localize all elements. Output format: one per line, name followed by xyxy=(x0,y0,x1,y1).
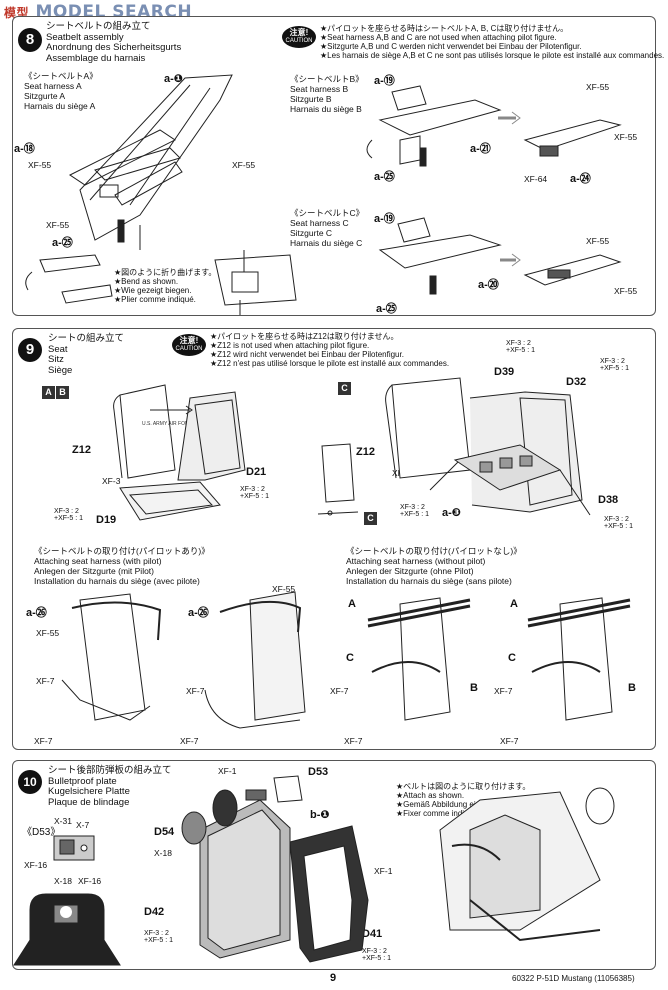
label-xf7-d: XF-7 xyxy=(180,736,199,746)
label-a1: a-❶ xyxy=(164,73,184,85)
part-d38: D38 xyxy=(598,494,619,506)
variant-tag-a: A xyxy=(42,386,55,399)
variant-tag-c: C xyxy=(338,382,351,395)
label-strap-a-1: A xyxy=(348,598,356,610)
part-d54: D54 xyxy=(154,826,175,838)
part-d41: D41 xyxy=(362,928,383,940)
variant-tag-c-small: C xyxy=(364,512,377,525)
label-x18-d54: X-18 xyxy=(154,848,172,858)
paint-mix-a3: XF-3 : 2 +XF-5 : 1 xyxy=(400,504,429,518)
label-x18-d53: X-18 xyxy=(54,876,72,886)
label-xf55-b: XF-55 xyxy=(232,160,256,170)
paint-mix-d42: XF-3 : 2 +XF-5 : 1 xyxy=(144,930,173,944)
part-a3: a-❸ xyxy=(442,507,462,519)
label-a25-a: a-㉕ xyxy=(52,237,73,249)
part-z12-right: Z12 xyxy=(356,446,375,458)
step-10-number: 10 xyxy=(18,770,42,794)
variant-tag-b: B xyxy=(56,386,69,399)
part-d42: D42 xyxy=(144,906,165,918)
label-xf55-right: XF-55 xyxy=(272,584,296,594)
label-strap-c-2: C xyxy=(508,652,516,664)
label-xf7-b: XF-7 xyxy=(34,736,53,746)
label-xf55-f: XF-55 xyxy=(586,236,610,246)
without-pilot-caption: 《シートベルトの取り付け(パイロットなし)》Attaching seat har… xyxy=(346,546,522,586)
usaf-marking-left: U.S. ARMY AIR FORCES xyxy=(142,421,200,427)
step-8-number: 8 xyxy=(18,28,42,52)
label-xf16-b: XF-16 xyxy=(78,876,102,886)
label-x31: X-31 xyxy=(54,816,72,826)
label-a19-b: a-⑲ xyxy=(374,75,395,87)
label-b1: b-❶ xyxy=(310,809,330,821)
paint-mix-d21: XF-3 : 2 +XF-5 : 1 xyxy=(240,486,269,500)
with-pilot-caption: 《シートベルトの取り付け(パイロットあり)》Attaching seat har… xyxy=(34,546,210,586)
label-a18: a-⑱ xyxy=(14,143,35,155)
label-xf64: XF-64 xyxy=(524,174,548,184)
step-9-caution-text: ★パイロットを座らせる時はZ12は取り付けません。★Z12 is not use… xyxy=(210,332,450,368)
label-a20: a-⑳ xyxy=(478,279,499,291)
label-strap-a-2: A xyxy=(510,598,518,610)
label-xf7-h: XF-7 xyxy=(500,736,519,746)
label-xf55-a: XF-55 xyxy=(28,160,52,170)
part-xf3-left: XF-3 xyxy=(102,476,121,486)
step-9-number: 9 xyxy=(18,338,42,362)
label-xf55-e: XF-55 xyxy=(614,132,638,142)
label-strap-b-2: B xyxy=(628,682,636,694)
paint-mix-d19: XF-3 : 2 +XF-5 : 1 xyxy=(54,508,83,522)
paint-mix-d32: XF-3 : 2 +XF-5 : 1 xyxy=(600,358,629,372)
part-d32: D32 xyxy=(566,376,587,388)
label-a21: a-㉑ xyxy=(470,143,491,155)
label-a26-left: a-㉖ xyxy=(26,607,47,619)
label-xf16-a: XF-16 xyxy=(24,860,48,870)
label-a19-c: a-⑲ xyxy=(374,213,395,225)
step-8-caution-badge: 注意!CAUTION xyxy=(282,26,316,48)
bend-note: ★図のように折り曲げます。★Bend as shown. ★Wie gezeig… xyxy=(114,268,217,304)
label-xf7-c: XF-7 xyxy=(186,686,205,696)
label-a25-b: a-㉕ xyxy=(374,171,395,183)
step-9-caution-badge: 注意!CAUTION xyxy=(172,334,206,356)
label-xf55-left: XF-55 xyxy=(36,628,60,638)
paint-mix-d38: XF-3 : 2 +XF-5 : 1 xyxy=(604,516,633,530)
label-xf1-top: XF-1 xyxy=(218,766,237,776)
label-a26-right: a-㉖ xyxy=(188,607,209,619)
label-xf7-f: XF-7 xyxy=(344,736,363,746)
label-a24: a-㉔ xyxy=(570,173,591,185)
page-number: 9 xyxy=(330,972,337,984)
part-d21: D21 xyxy=(246,466,267,478)
label-xf7-e: XF-7 xyxy=(330,686,349,696)
label-xf7-g: XF-7 xyxy=(494,686,513,696)
product-code: 60322 P-51D Mustang (11056385) xyxy=(512,974,635,983)
label-a25-c: a-㉕ xyxy=(376,303,397,315)
part-z12-left: Z12 xyxy=(72,444,91,456)
d53-detail-caption: 《D53》 xyxy=(22,827,61,838)
label-strap-b-1: B xyxy=(470,682,478,694)
label-xf55-g: XF-55 xyxy=(614,286,638,296)
paint-mix-d41: XF-3 : 2 +XF-5 : 1 xyxy=(362,948,391,962)
part-d39: D39 xyxy=(494,366,515,378)
part-d19: D19 xyxy=(96,514,117,526)
label-xf7-a: XF-7 xyxy=(36,676,55,686)
attach-note: ★ベルトは図のように取り付けます。★Attach as shown. ★Gemä… xyxy=(396,782,531,818)
step-8-caution-text: ★パイロットを座らせる時はシートベルトA, B, Cは取り付けません。★Seat… xyxy=(320,24,665,60)
part-d53: D53 xyxy=(308,766,329,778)
label-xf1-right: XF-1 xyxy=(374,866,393,876)
paint-mix-d39: XF-3 : 2 +XF-5 : 1 xyxy=(506,340,535,354)
label-xf55-d: XF-55 xyxy=(586,82,610,92)
label-x7: X-7 xyxy=(76,820,90,830)
label-xf55-c: XF-55 xyxy=(46,220,70,230)
label-strap-c-1: C xyxy=(346,652,354,664)
